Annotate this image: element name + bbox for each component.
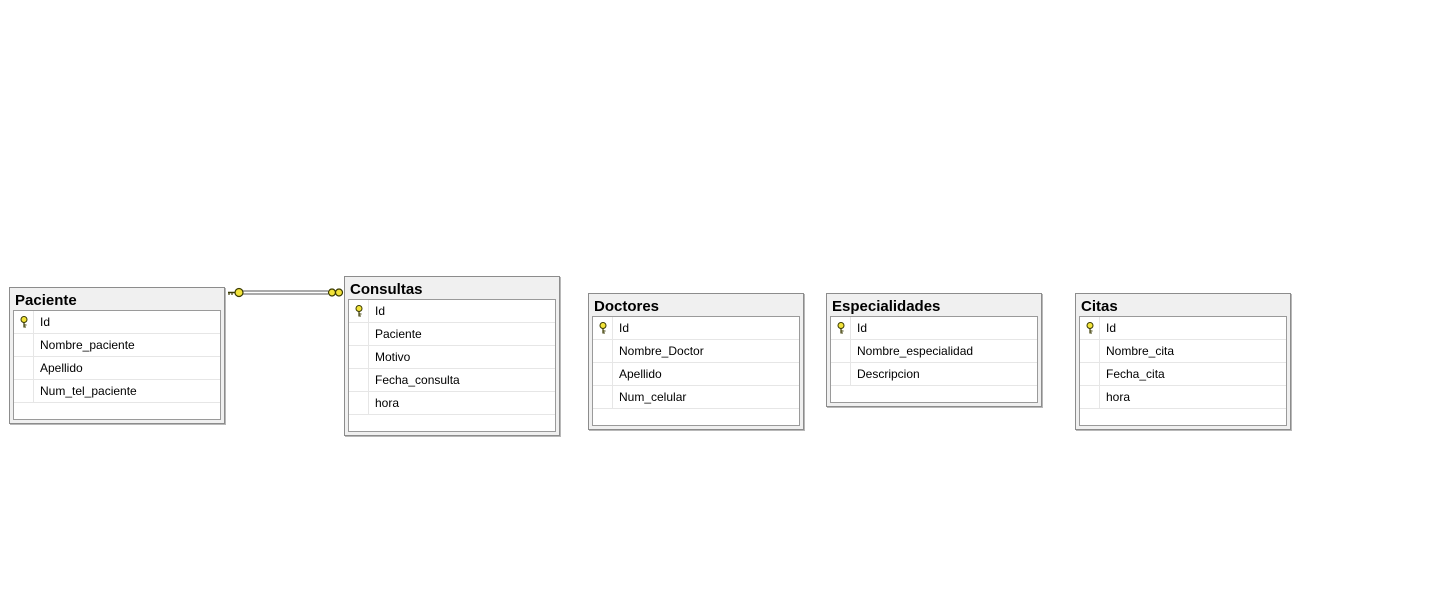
table-doctores[interactable]: Doctores Id Nombre_Doctor Apellido: [588, 293, 804, 430]
column-name: hora: [1106, 390, 1131, 404]
row-selector[interactable]: [349, 300, 369, 322]
row-selector[interactable]: [593, 363, 613, 385]
column-row[interactable]: Motivo: [349, 346, 555, 369]
relationship-key-end-icon: [228, 287, 244, 298]
row-selector[interactable]: [831, 340, 851, 362]
column-row[interactable]: Id: [349, 300, 555, 323]
column-grid: Id Nombre_Doctor Apellido Num_celular: [592, 316, 800, 426]
column-row[interactable]: Id: [593, 317, 799, 340]
column-name: Nombre_Doctor: [619, 344, 704, 358]
table-title[interactable]: Paciente: [15, 292, 77, 309]
column-row[interactable]: Descripcion: [831, 363, 1037, 386]
column-grid: Id Nombre_paciente Apellido Num_tel_paci…: [13, 310, 221, 420]
table-citas[interactable]: Citas Id Nombre_cita Fecha_cita ho: [1075, 293, 1291, 430]
column-row[interactable]: Fecha_consulta: [349, 369, 555, 392]
column-name: Id: [857, 321, 868, 335]
column-name: Descripcion: [857, 367, 920, 381]
column-name: Apellido: [619, 367, 662, 381]
row-selector[interactable]: [1080, 340, 1100, 362]
column-name: Id: [619, 321, 630, 335]
row-selector[interactable]: [349, 346, 369, 368]
row-selector[interactable]: [1080, 317, 1100, 339]
row-selector[interactable]: [593, 340, 613, 362]
row-selector[interactable]: [349, 323, 369, 345]
row-selector[interactable]: [593, 386, 613, 408]
row-selector[interactable]: [14, 357, 34, 379]
column-row[interactable]: Nombre_cita: [1080, 340, 1286, 363]
column-row[interactable]: Id: [831, 317, 1037, 340]
table-especialidades[interactable]: Especialidades Id Nombre_especialidad De…: [826, 293, 1042, 407]
row-selector[interactable]: [1080, 363, 1100, 385]
row-selector[interactable]: [831, 317, 851, 339]
column-row[interactable]: Num_celular: [593, 386, 799, 409]
column-name: Fecha_cita: [1106, 367, 1165, 381]
column-grid: Id Nombre_cita Fecha_cita hora: [1079, 316, 1287, 426]
column-row[interactable]: Nombre_paciente: [14, 334, 220, 357]
key-icon: [598, 322, 608, 334]
column-row[interactable]: Nombre_Doctor: [593, 340, 799, 363]
column-row[interactable]: Id: [14, 311, 220, 334]
column-name: Id: [1106, 321, 1117, 335]
table-title[interactable]: Doctores: [594, 298, 660, 315]
row-selector[interactable]: [349, 369, 369, 391]
column-name: Motivo: [375, 350, 411, 364]
row-selector[interactable]: [831, 363, 851, 385]
row-selector[interactable]: [593, 317, 613, 339]
column-name: hora: [375, 396, 400, 410]
column-row[interactable]: hora: [1080, 386, 1286, 409]
column-name: Num_celular: [619, 390, 687, 404]
key-icon: [1085, 322, 1095, 334]
column-name: Apellido: [40, 361, 83, 375]
column-row[interactable]: Num_tel_paciente: [14, 380, 220, 403]
row-selector[interactable]: [14, 311, 34, 333]
row-selector[interactable]: [14, 334, 34, 356]
column-row[interactable]: Apellido: [593, 363, 799, 386]
table-title[interactable]: Consultas: [350, 281, 423, 298]
row-selector[interactable]: [14, 380, 34, 402]
relationship-line-paciente-consultas[interactable]: [224, 282, 348, 302]
column-name: Paciente: [375, 327, 422, 341]
relationship-infinity-end-icon: [327, 288, 344, 297]
column-name: Nombre_especialidad: [857, 344, 974, 358]
key-icon: [354, 305, 364, 317]
key-icon: [836, 322, 846, 334]
table-title[interactable]: Especialidades: [832, 298, 941, 315]
column-name: Fecha_consulta: [375, 373, 460, 387]
column-name: Num_tel_paciente: [40, 384, 137, 398]
column-name: Nombre_cita: [1106, 344, 1175, 358]
column-row[interactable]: Apellido: [14, 357, 220, 380]
column-name: Id: [40, 315, 51, 329]
row-selector[interactable]: [1080, 386, 1100, 408]
column-row[interactable]: Fecha_cita: [1080, 363, 1286, 386]
key-icon: [19, 316, 29, 328]
table-paciente[interactable]: Paciente Id Nombre_paciente Apellido: [9, 287, 225, 424]
table-title[interactable]: Citas: [1081, 298, 1118, 315]
column-row[interactable]: hora: [349, 392, 555, 415]
column-name: Id: [375, 304, 386, 318]
column-name: Nombre_paciente: [40, 338, 135, 352]
table-consultas[interactable]: Consultas Id Paciente Motivo Fecha: [344, 276, 560, 436]
column-row[interactable]: Nombre_especialidad: [831, 340, 1037, 363]
column-row[interactable]: Id: [1080, 317, 1286, 340]
column-grid: Id Nombre_especialidad Descripcion: [830, 316, 1038, 403]
row-selector[interactable]: [349, 392, 369, 414]
column-grid: Id Paciente Motivo Fecha_consulta hora: [348, 299, 556, 432]
column-row[interactable]: Paciente: [349, 323, 555, 346]
